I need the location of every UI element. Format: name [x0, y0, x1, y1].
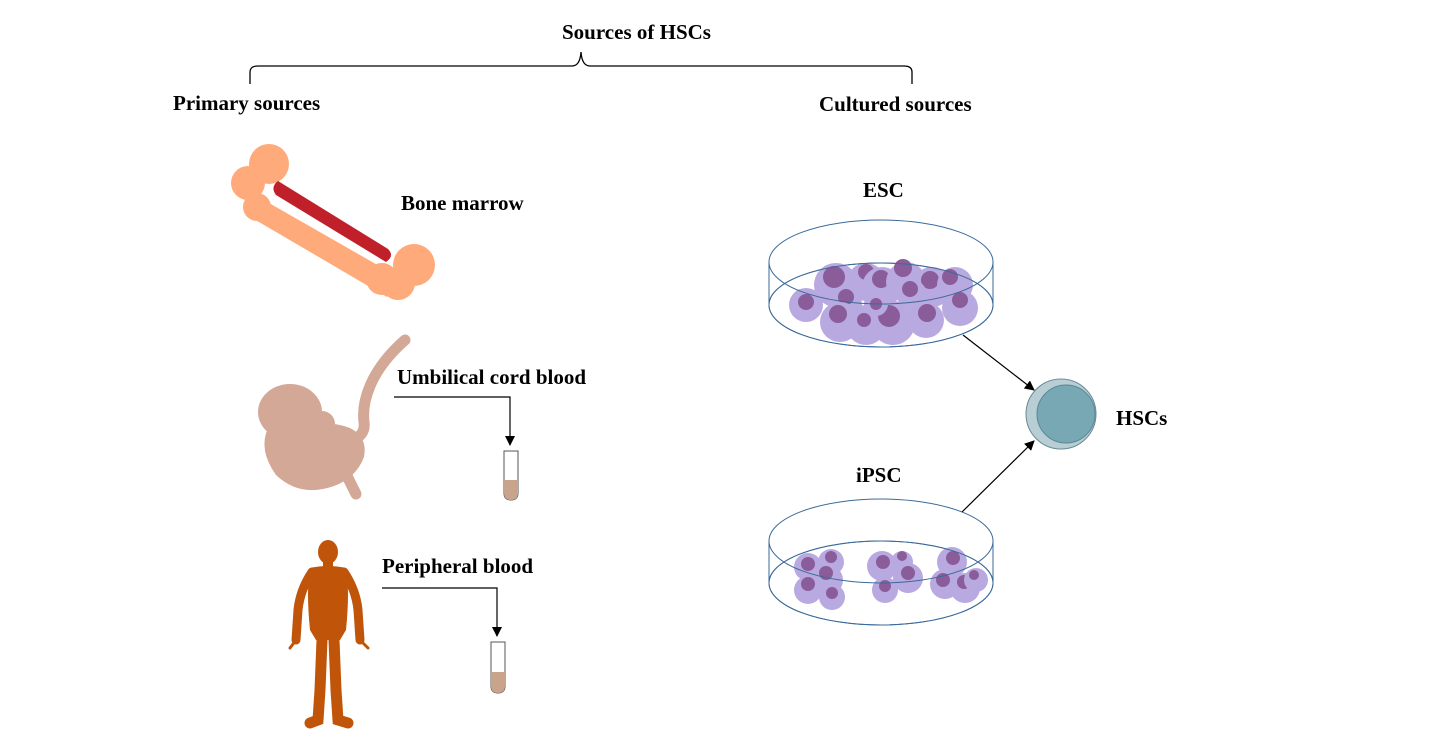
bone-icon [231, 144, 435, 300]
hscs-label: HSCs [1116, 406, 1168, 430]
petri-dish-icon [768, 498, 994, 626]
human-body-icon [288, 540, 370, 729]
primary-sources-heading: Primary sources [173, 91, 321, 115]
esc-colony [789, 259, 978, 345]
peripheral-blood-label: Peripheral blood [382, 554, 534, 578]
umbilical-cord-blood-label: Umbilical cord blood [397, 365, 587, 389]
ipsc-label: iPSC [856, 463, 902, 487]
ipsc-colonies [794, 547, 988, 610]
esc-label: ESC [863, 178, 904, 202]
petri-dish-icon [768, 219, 994, 348]
arrow-cord-to-tube [394, 396, 515, 446]
curly-brace [249, 51, 913, 84]
diagram-title: Sources of HSCs [562, 20, 711, 44]
cultured-sources-heading: Cultured sources [819, 92, 972, 116]
test-tube-icon [490, 641, 506, 694]
fetus-icon [258, 334, 411, 500]
arrow-esc-to-hsc [962, 334, 1035, 391]
stem-cell-icon [1025, 378, 1097, 450]
arrow-ipsc-to-hsc [961, 440, 1035, 513]
arrow-blood-to-tube [382, 587, 502, 637]
test-tube-icon [503, 450, 519, 501]
bone-marrow-label: Bone marrow [401, 191, 524, 215]
